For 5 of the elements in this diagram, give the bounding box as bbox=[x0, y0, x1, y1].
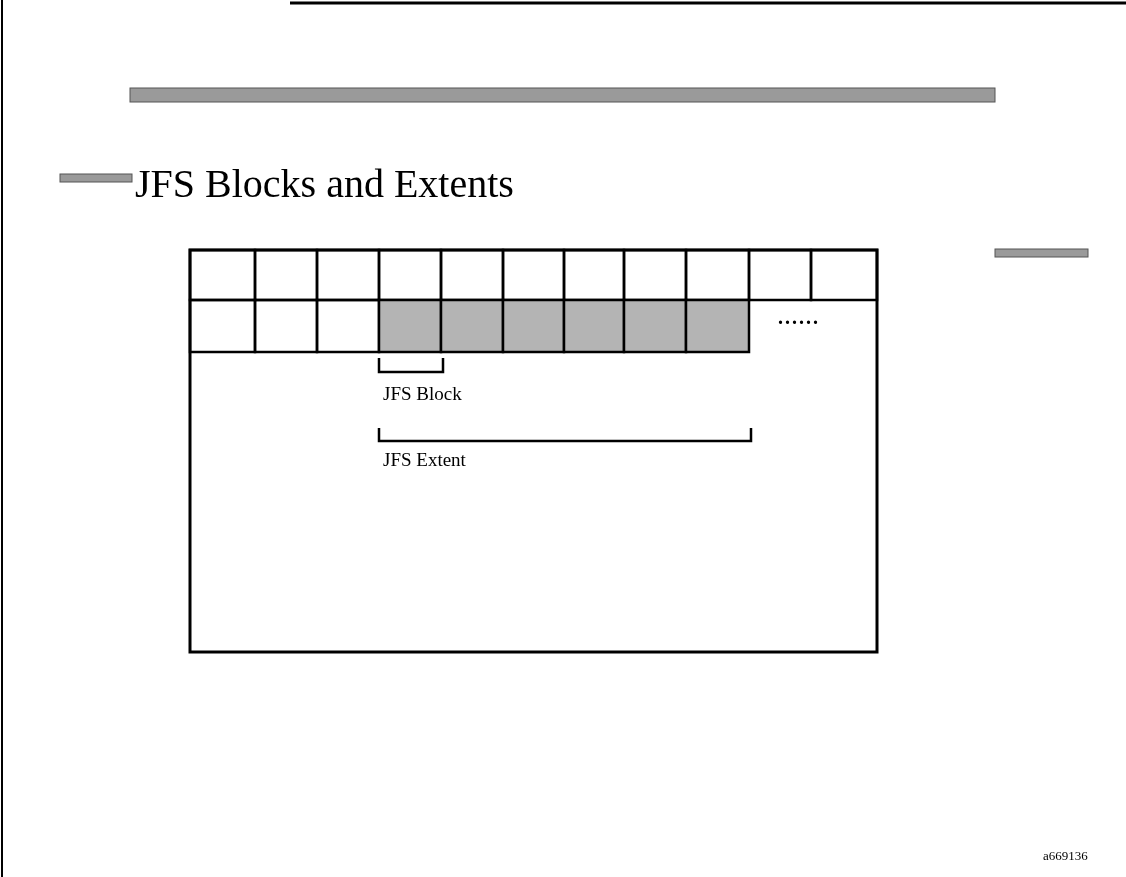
ellipsis-dots: ...... bbox=[778, 306, 820, 329]
slide-title: JFS Blocks and Extents bbox=[135, 160, 514, 207]
bracket-label: JFS Block bbox=[383, 383, 462, 405]
figure-id: a669136 bbox=[1043, 848, 1088, 864]
bracket-label: JFS Extent bbox=[383, 449, 466, 471]
